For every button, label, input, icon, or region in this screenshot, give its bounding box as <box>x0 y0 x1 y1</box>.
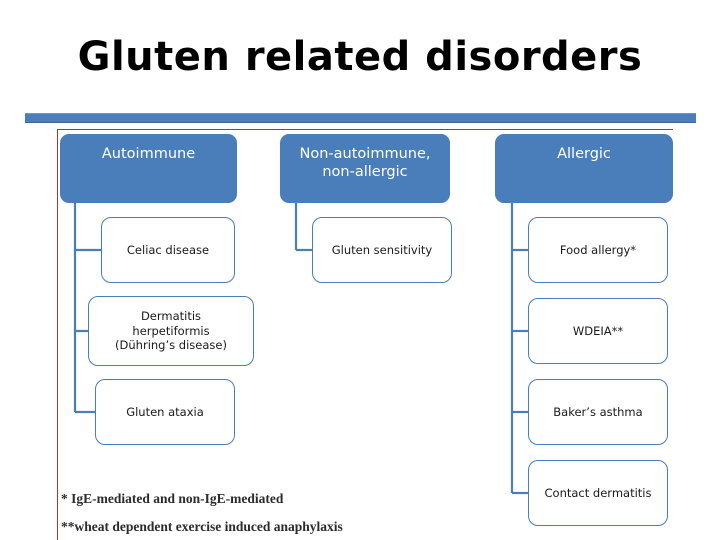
node-label: Contact dermatitis <box>544 485 652 500</box>
node-allergic-head[interactable]: Allergic <box>495 134 673 203</box>
node-non-autoimmune-non-allergic-head[interactable]: Non-autoimmune, non-allergic <box>280 134 450 203</box>
node-label: Autoimmune <box>101 146 196 162</box>
node-autoimmune-head[interactable]: Autoimmune <box>60 134 237 203</box>
node-wdeia[interactable]: WDEIA** <box>528 298 668 364</box>
node-label: Non-autoimmune, non-allergic <box>299 146 431 181</box>
footnote-single-asterisk: * IgE-mediated and non-IgE-mediated <box>61 491 284 506</box>
node-label: Dermatitis herpetiformis (Dühring’s dise… <box>115 308 227 353</box>
node-label: Gluten sensitivity <box>331 242 433 257</box>
node-label: Baker’s asthma <box>553 404 643 419</box>
page-title: Gluten related disorders <box>77 34 643 80</box>
title-underline-bar <box>25 113 696 123</box>
node-food-allergy[interactable]: Food allergy* <box>528 217 668 283</box>
node-label: Gluten ataxia <box>126 404 204 419</box>
node-celiac-disease[interactable]: Celiac disease <box>101 217 235 283</box>
footnote-double-asterisk: **wheat dependent exercise induced anaph… <box>61 519 343 534</box>
node-label: Food allergy* <box>559 242 637 257</box>
node-bakers-asthma[interactable]: Baker’s asthma <box>528 379 668 445</box>
node-dermatitis-herpetiformis[interactable]: Dermatitis herpetiformis (Dühring’s dise… <box>88 296 254 366</box>
node-label: Celiac disease <box>126 242 210 257</box>
node-gluten-sensitivity[interactable]: Gluten sensitivity <box>312 217 452 283</box>
node-label: Allergic <box>557 146 611 162</box>
node-contact-dermatitis[interactable]: Contact dermatitis <box>528 460 668 526</box>
node-label: WDEIA** <box>572 323 624 338</box>
node-gluten-ataxia[interactable]: Gluten ataxia <box>95 379 235 445</box>
